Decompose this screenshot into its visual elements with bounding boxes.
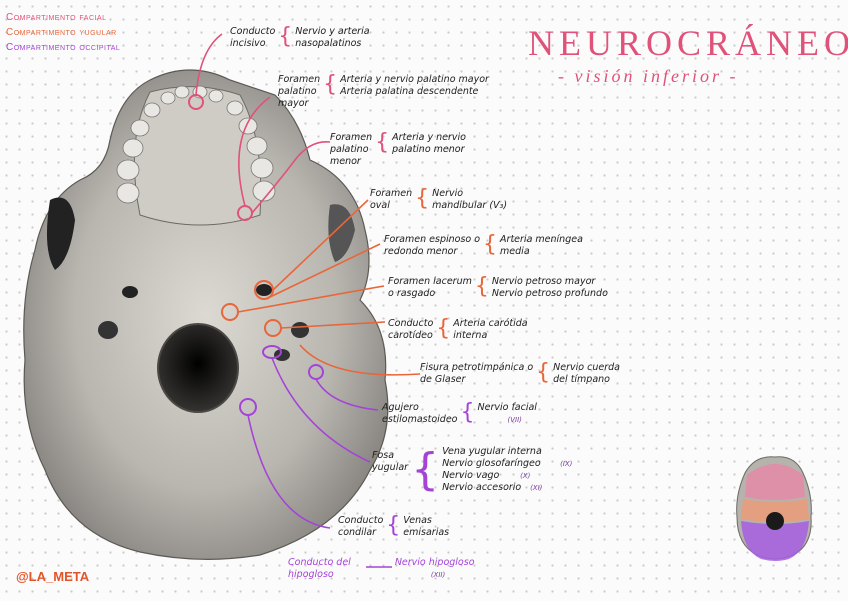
label-name: Agujero estilomastoideo xyxy=(382,402,458,426)
label-fisura-petrotimpanica: Fisura petrotimpánica o de Glaser{Nervio… xyxy=(420,362,620,386)
label-roman: (IX) xyxy=(560,458,572,470)
label-name: Foramen palatino menor xyxy=(330,132,372,168)
label-agujero-estilomastoideo: Agujero estilomastoideo{Nervio facial(VI… xyxy=(382,402,537,426)
label-foramen-palatino-mayor: Foramen palatino mayor{Arteria y nervio … xyxy=(278,74,489,110)
author-handle: @LA_META xyxy=(16,569,89,584)
label-roman: (XI) xyxy=(530,482,572,494)
label-conducto-condilar: Conducto condilar{Venas emisarias xyxy=(338,515,449,539)
label-name: Conducto carotídeo xyxy=(388,318,433,342)
label-name: Conducto del hipogloso xyxy=(288,557,351,581)
label-name: Fosa yugular xyxy=(372,450,408,474)
foramen-magnum xyxy=(158,324,238,412)
label-name: Fisura petrotimpánica o de Glaser xyxy=(420,362,533,386)
label-name: Conducto condilar xyxy=(338,515,383,539)
label-desc: Arteria meníngea media xyxy=(500,234,583,258)
label-foramen-palatino-menor: Foramen palatino menor{Arteria y nervio … xyxy=(330,132,466,168)
label-desc: Nervio facial xyxy=(478,402,537,413)
label-desc: Nervio petroso mayor Nervio petroso prof… xyxy=(492,276,608,300)
label-roman: (VII) xyxy=(508,416,522,424)
label-name: Foramen lacerum o rasgado xyxy=(388,276,472,300)
label-name: Conducto incisivo xyxy=(230,26,275,50)
label-desc: Nervio cuerda del tímpano xyxy=(553,362,620,386)
label-foramen-oval: Foramen oval{Nervio mandibular (V₃) xyxy=(370,188,507,212)
label-fosa-yugular: Fosa yugular{Vena yugular interna Nervio… xyxy=(372,446,542,494)
label-conducto-carotideo: Conducto carotídeo{Arteria carótida inte… xyxy=(388,318,528,342)
label-desc: Nervio mandibular (V₃) xyxy=(432,188,507,212)
label-name: Foramen palatino mayor xyxy=(278,74,320,110)
label-desc: Arteria y nervio palatino menor xyxy=(392,132,466,156)
label-desc: Arteria carótida interna xyxy=(453,318,527,342)
label-name: Foramen espinoso o redondo menor xyxy=(384,234,480,258)
label-desc: Nervio hipogloso xyxy=(395,557,475,568)
label-foramen-espinoso: Foramen espinoso o redondo menor{Arteria… xyxy=(384,234,583,258)
label-conducto-incisivo: Conducto incisivo{Nervio y arteria nasop… xyxy=(230,26,370,50)
label-roman: (X) xyxy=(520,470,572,482)
label-desc: Arteria y nervio palatino mayor Arteria … xyxy=(340,74,489,98)
label-foramen-lacerum: Foramen lacerum o rasgado{Nervio petroso… xyxy=(388,276,608,300)
label-conducto-hipogloso: Conducto del hipogloso Nervio hipogloso (X… xyxy=(288,557,475,581)
label-desc: Nervio y arteria nasopalatinos xyxy=(295,26,369,50)
label-desc: Venas emisarias xyxy=(403,515,449,539)
label-name: Foramen oval xyxy=(370,188,412,212)
label-roman: (XII) xyxy=(431,571,445,579)
mini-skull-icon xyxy=(737,457,812,561)
